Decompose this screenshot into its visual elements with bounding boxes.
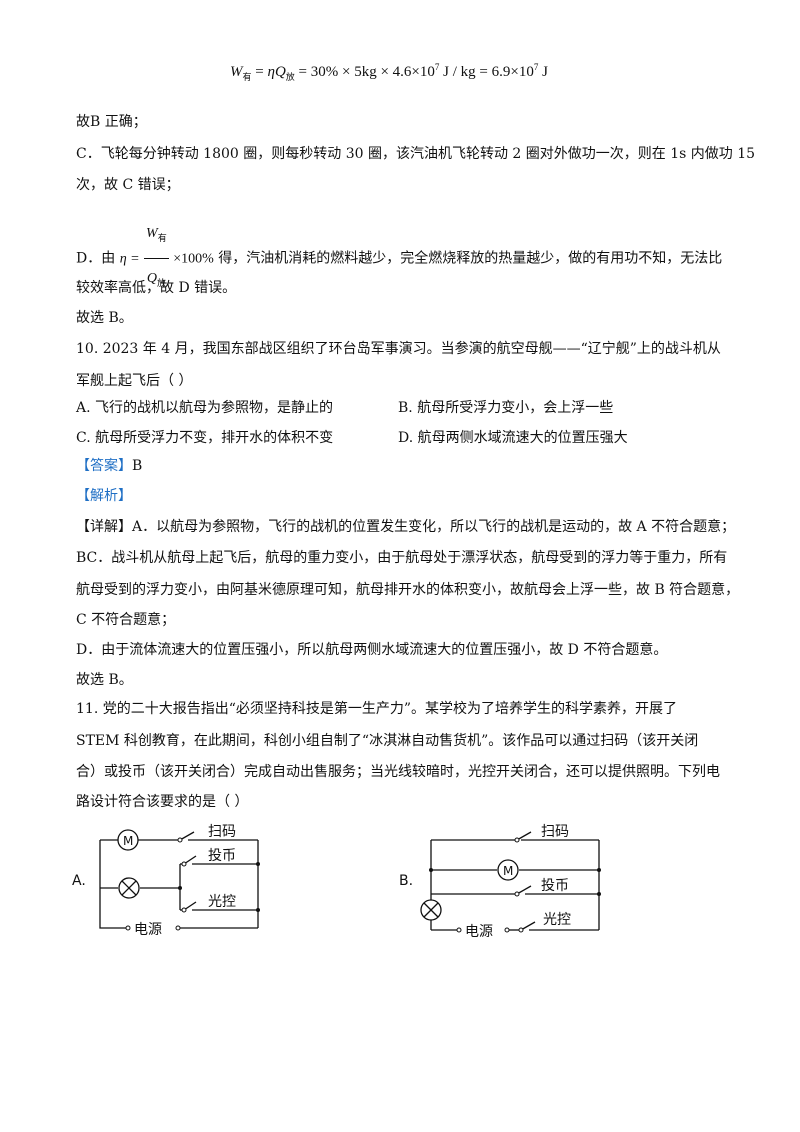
- q11-stem-3: 合）或投币（该开关闭合）完成自动出售服务；当光线较暗时，光控开关闭合，还可以提供…: [76, 764, 720, 780]
- choose-line-prev: 故选 B。: [76, 310, 133, 326]
- option-d-line-1: D．由 η = W有 Q放 ×100% 得，汽油机消耗的燃料越少，完全燃烧释放的…: [76, 214, 722, 303]
- scan-switch-label-b: 扫码: [541, 824, 569, 840]
- q11-stem-4: 路设计符合该要求的是（ ）: [76, 794, 249, 810]
- motor-label-b: M: [503, 864, 513, 878]
- motor-symbol: [117, 829, 139, 851]
- circuit-a-label: A.: [72, 873, 86, 889]
- efficiency-fraction: W有 Q放: [144, 214, 169, 303]
- q11-stem-1: 11. 党的二十大报告指出“必须坚持科技是第一生产力”。某学校为了培养学生的科学…: [76, 701, 678, 717]
- formula-eta: η: [267, 64, 275, 80]
- formula-rhs1: = 30% × 5kg × 4.6×10: [294, 64, 435, 80]
- coin-switch-label: 投币: [208, 848, 236, 864]
- d-rest: 得，汽油机消耗的燃料越少，完全燃烧释放的热量越少，做的有用功不知，无法比: [218, 250, 723, 267]
- motor-label: M: [123, 834, 133, 848]
- circuit-b-label: B.: [399, 873, 413, 889]
- formula-q: Q: [274, 64, 286, 80]
- power-label: 电源: [134, 922, 162, 938]
- coin-switch-label-b: 投币: [541, 878, 569, 894]
- q11-stem-2: STEM 科创教育，在此期间，科创小组自制了“冰淇淋自动售货机”。该作品可以通过…: [76, 733, 699, 749]
- q10-option-b: B. 航母所受浮力变小，会上浮一些: [398, 400, 614, 416]
- power-label-b: 电源: [465, 924, 493, 940]
- analysis-tag: 【解析】: [76, 488, 132, 504]
- formula-q-sub: 放: [285, 72, 295, 82]
- q10-option-a: A. 飞行的战机以航母为参照物，是静止的: [76, 400, 334, 416]
- q10-stem-1: 10. 2023 年 4 月，我国东部战区组织了环台岛军事演习。当参演的航空母舰…: [76, 341, 721, 357]
- q10-option-c: C. 航母所受浮力不变，排开水的体积不变: [76, 430, 334, 446]
- numerator-sub: 有: [157, 233, 167, 243]
- fraction-denominator: Q放: [144, 259, 169, 303]
- light-switch-label: 光控: [208, 894, 236, 910]
- circuit-diagram-a: M 扫码 投币 光控 电源 A.: [72, 824, 260, 938]
- formula-eq: =: [251, 64, 268, 80]
- q10-stem-2: 军舰上起飞后（ ）: [76, 373, 193, 389]
- denominator-sub: 放: [156, 278, 166, 288]
- lamp-symbol-b: [420, 899, 442, 921]
- lamp-symbol: [118, 877, 140, 899]
- detail-tag: 【详解】: [76, 519, 132, 535]
- q10-detail-4: C 不符合题意；: [76, 612, 176, 628]
- q10-choose: 故选 B。: [76, 672, 133, 688]
- denominator-q: Q: [146, 271, 157, 286]
- formula-w-sub: 有: [242, 72, 252, 82]
- q10-detail-1: 【详解】A．以航母为参照物，飞行的战机的位置发生变化，所以飞行的战机是运动的，故…: [76, 517, 735, 537]
- efficiency-formula: W有 = ηQ放 = 30% × 5kg × 4.6×107 J / kg = …: [230, 62, 548, 83]
- q10-option-d: D. 航母两侧水域流速大的位置压强大: [398, 430, 628, 446]
- formula-exp2: 7: [533, 62, 539, 72]
- answer-value: B: [132, 458, 143, 474]
- d-prefix: D．由: [76, 250, 116, 267]
- numerator-w: W: [146, 226, 158, 241]
- option-d-line-2: 较效率高低，故 D 错误。: [76, 280, 237, 296]
- q10-analysis-tag: 【解析】: [76, 486, 132, 506]
- formula-exp1: 7: [434, 62, 440, 72]
- q10-detail-3: 航母受到的浮力变小，由阿基米德原理可知，航母排开水的体积变小，故航母会上浮一些，…: [76, 582, 740, 598]
- q10-detail-5: D．由于流体流速大的位置压强小，所以航母两侧水域流速大的位置压强小，故 D 不符…: [76, 642, 668, 658]
- answer-tag: 【答案】: [76, 458, 132, 474]
- motor-symbol-b: [497, 859, 519, 881]
- formula-w: W: [230, 64, 243, 80]
- option-c-line-1: C．飞轮每分钟转动 1800 圈，则每秒转动 30 圈，该汽油机飞轮转动 2 圈…: [76, 146, 756, 162]
- circuit-diagram-b: M 扫码 投币 光控 电源 B.: [399, 824, 601, 940]
- scan-switch-label: 扫码: [208, 824, 236, 840]
- option-c-line-2: 次，故 C 错误；: [76, 177, 180, 193]
- fraction-numerator: W有: [144, 214, 169, 259]
- q10-answer: 【答案】B: [76, 456, 142, 476]
- formula-rhs2: J / kg = 6.9×10: [439, 64, 534, 80]
- d-eta: η =: [119, 251, 140, 267]
- formula-rhs3: J: [538, 64, 548, 80]
- d-mult: ×100%: [173, 251, 214, 267]
- b-correct-line: 故B 正确；: [76, 114, 147, 130]
- light-switch-label-b: 光控: [543, 912, 571, 928]
- q10-detail-2: BC．战斗机从航母上起飞后，航母的重力变小，由于航母处于漂浮状态，航母受到的浮力…: [76, 550, 728, 566]
- detail-text-1: A．以航母为参照物，飞行的战机的位置发生变化，所以飞行的战机是运动的，故 A 不…: [132, 519, 736, 535]
